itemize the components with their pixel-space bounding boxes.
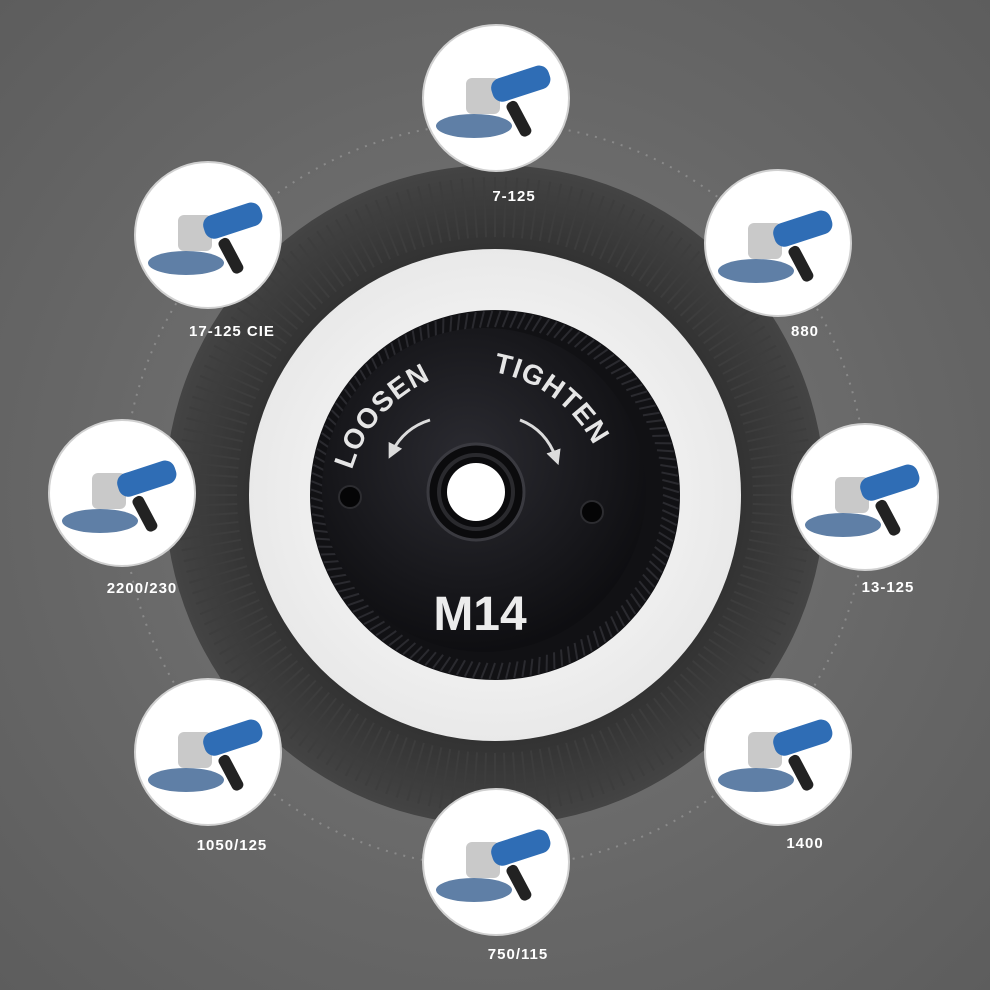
model-label-2200-230: 2200/230	[106, 580, 178, 597]
model-label-1400: 1400	[786, 835, 824, 852]
angle-grinder-icon	[148, 202, 263, 275]
loosen-arrow-icon	[388, 418, 431, 459]
grinder-badge-17-125-cie	[134, 161, 282, 309]
grinder-badge-2200-230	[48, 419, 196, 567]
model-label-17-125-cie: 17-125 CIE	[189, 323, 275, 340]
angle-grinder-icon	[148, 719, 263, 792]
nut-thread-inner	[437, 453, 515, 531]
grinder-badge-1050-125	[134, 678, 282, 826]
outer-ring-ticks	[177, 177, 813, 813]
model-label-13-125: 13-125	[861, 579, 915, 596]
angle-grinder-icon	[718, 210, 833, 283]
grinder-badge-880	[704, 169, 852, 317]
grinder-badge-7-125	[422, 24, 570, 172]
nut-size-label: M14	[433, 588, 527, 641]
tighten-arrow-icon	[519, 418, 561, 466]
angle-grinder-icon	[62, 460, 177, 533]
angle-grinder-icon	[436, 65, 551, 138]
grinder-badge-1400	[704, 678, 852, 826]
nut-knurl-pattern	[310, 310, 680, 680]
model-label-750-115: 750/115	[487, 946, 549, 963]
grinder-badge-750-115	[422, 788, 570, 936]
model-label-880: 880	[790, 323, 820, 340]
angle-grinder-icon	[436, 829, 551, 902]
nut-pin-hole-left	[338, 485, 362, 509]
nut-center-hole	[447, 463, 505, 521]
nut-pin-hole-right	[580, 500, 604, 524]
model-label-7-125: 7-125	[492, 188, 536, 205]
angle-grinder-icon	[805, 464, 920, 537]
angle-grinder-icon	[718, 719, 833, 792]
grinder-badge-13-125	[791, 423, 939, 571]
quick-nut: LOOSEN TIGHTEN M14	[310, 310, 680, 680]
model-label-1050-125: 1050/125	[196, 837, 268, 854]
